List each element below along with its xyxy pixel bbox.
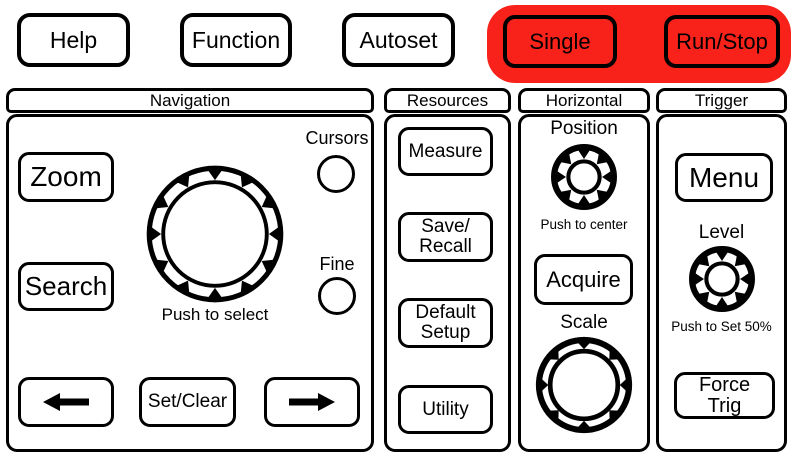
- single-button[interactable]: Single: [503, 15, 617, 68]
- horizontal-position-knob[interactable]: [550, 143, 618, 211]
- navigation-knob[interactable]: [145, 164, 285, 304]
- resources-panel-header: Resources: [384, 88, 511, 113]
- acquire-button-label: Acquire: [546, 266, 621, 292]
- force-trig-button-label: Force Trig: [698, 373, 751, 417]
- trigger-menu-button-label: Menu: [688, 161, 760, 193]
- horizontal-position-label: Position: [550, 118, 618, 139]
- cursors-button[interactable]: [317, 155, 355, 193]
- force-trig-button[interactable]: Force Trig: [674, 372, 775, 419]
- navigation-panel-header: Navigation: [6, 88, 374, 113]
- trigger-level-hint: Push to Set 50%: [671, 319, 772, 334]
- measure-button[interactable]: Measure: [398, 127, 493, 176]
- help-button[interactable]: Help: [17, 13, 130, 67]
- utility-button[interactable]: Utility: [398, 385, 493, 434]
- horizontal-panel-title: Horizontal: [545, 90, 623, 110]
- previous-button[interactable]: [18, 377, 114, 427]
- cursors-label: Cursors: [305, 128, 369, 148]
- next-button[interactable]: [264, 377, 360, 427]
- autoset-button-label: Autoset: [359, 26, 438, 53]
- function-button[interactable]: Function: [180, 13, 292, 67]
- run-stop-button[interactable]: Run/Stop: [664, 15, 780, 68]
- help-button-label: Help: [49, 26, 98, 53]
- function-button-label: Function: [191, 26, 281, 53]
- default-setup-button[interactable]: Default Setup: [398, 298, 493, 348]
- resources-panel-title: Resources: [406, 90, 489, 110]
- horizontal-scale-label: Scale: [560, 312, 608, 333]
- run-stop-button-label: Run/Stop: [676, 28, 768, 54]
- acquire-button[interactable]: Acquire: [534, 254, 633, 305]
- save-recall-button[interactable]: Save/ Recall: [398, 212, 493, 262]
- set-clear-button-label: Set/Clear: [147, 391, 228, 413]
- autoset-button[interactable]: Autoset: [342, 13, 455, 67]
- search-button-label: Search: [24, 270, 108, 301]
- trigger-menu-button[interactable]: Menu: [675, 153, 773, 202]
- horizontal-panel-header: Horizontal: [518, 88, 650, 113]
- trigger-level-label: Level: [698, 222, 745, 243]
- navigation-panel-title: Navigation: [149, 90, 231, 110]
- zoom-button-label: Zoom: [30, 161, 102, 193]
- measure-button-label: Measure: [408, 140, 483, 162]
- trigger-panel-header: Trigger: [656, 88, 787, 113]
- trigger-level-knob[interactable]: [688, 245, 756, 313]
- fine-label: Fine: [319, 254, 355, 274]
- right-arrow-icon: [289, 393, 335, 411]
- horizontal-position-hint: Push to center: [540, 217, 628, 232]
- fine-button[interactable]: [318, 277, 356, 315]
- search-button[interactable]: Search: [18, 262, 114, 311]
- single-button-label: Single: [529, 28, 591, 54]
- navigation-knob-hint: Push to select: [161, 305, 269, 324]
- zoom-button[interactable]: Zoom: [18, 152, 114, 202]
- utility-button-label: Utility: [422, 398, 469, 420]
- save-recall-button-label: Save/ Recall: [419, 216, 472, 257]
- horizontal-scale-knob[interactable]: [535, 336, 633, 434]
- trigger-panel-title: Trigger: [694, 90, 749, 110]
- default-setup-button-label: Default Setup: [415, 302, 476, 343]
- set-clear-button[interactable]: Set/Clear: [139, 377, 236, 427]
- left-arrow-icon: [43, 393, 89, 411]
